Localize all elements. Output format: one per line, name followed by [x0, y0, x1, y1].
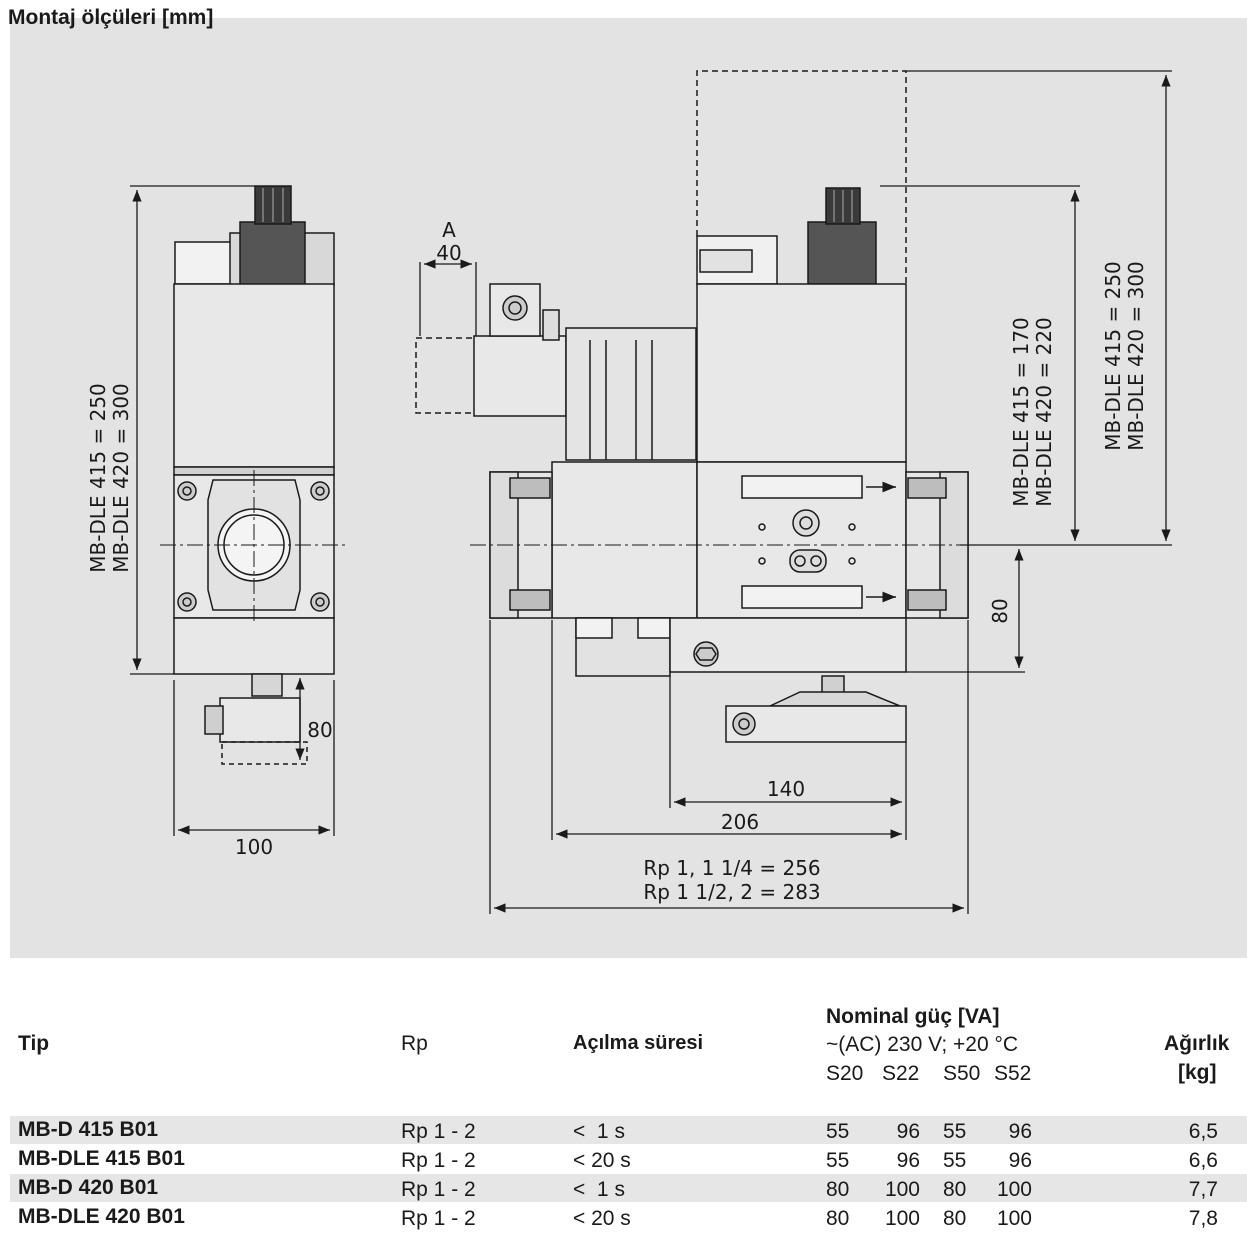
header-opening: Açılma süresi	[573, 1032, 704, 1054]
left-width-label: 100	[235, 835, 273, 859]
table-row-rp: Rp 1 - 2	[401, 1207, 476, 1230]
table-row-weight: 7,8	[1188, 1207, 1218, 1230]
table-row-opening: < 20 s	[573, 1207, 631, 1230]
table-row-weight: 6,6	[1188, 1149, 1218, 1172]
right-80-label: 80	[988, 598, 1012, 623]
table-row-s20: 55	[826, 1120, 850, 1143]
table-row-rp: Rp 1 - 2	[401, 1178, 476, 1201]
rp-line-2: Rp 1 1/2, 2 = 283	[643, 880, 820, 904]
table-row-s50: 80	[943, 1178, 967, 1201]
table-row-s20: 55	[826, 1149, 850, 1172]
table-row-s50: 55	[943, 1120, 967, 1143]
side-view	[160, 185, 345, 765]
table-row-s50: 55	[943, 1149, 967, 1172]
header-tip: Tip	[18, 1032, 50, 1055]
table-row-tip: MB-D 415 B01	[18, 1118, 159, 1141]
table-row-s20: 80	[826, 1178, 850, 1201]
table-row-s52: 100	[996, 1207, 1032, 1230]
dim-140-label: 140	[767, 777, 805, 801]
header-weight: Ağırlık	[1164, 1032, 1230, 1055]
table-row-opening: < 20 s	[573, 1149, 631, 1172]
front-view	[415, 70, 990, 743]
table-row-band	[10, 1116, 1247, 1144]
table-row-band	[10, 1174, 1247, 1202]
label-a: A	[442, 218, 456, 242]
table-row-s22: 96	[896, 1149, 920, 1172]
right-height-label: MB-DLE 415 = 250	[1101, 261, 1125, 451]
header-s52: S52	[994, 1062, 1032, 1085]
mid-height-label: MB-DLE 415 = 170	[1009, 317, 1033, 507]
dim-206-label: 206	[721, 810, 759, 834]
header-power-sub: ~(AC) 230 V; +20 °C	[826, 1033, 1019, 1056]
left-height-label: MB-DLE 415 = 250	[86, 383, 110, 573]
front-view-dimensions	[419, 70, 1172, 914]
header-s22: S22	[882, 1062, 920, 1085]
header-s50: S50	[943, 1062, 981, 1085]
table-row-weight: 7,7	[1188, 1178, 1218, 1201]
side-view-dimensions	[130, 185, 335, 836]
table-row-s20: 80	[826, 1207, 850, 1230]
table-row-opening: < 1 s	[573, 1178, 625, 1201]
table-row-s22: 96	[896, 1120, 920, 1143]
table-row-rp: Rp 1 - 2	[401, 1120, 476, 1143]
mid-height-label-2: MB-DLE 420 = 220	[1032, 317, 1056, 507]
table-row-s52: 100	[996, 1178, 1032, 1201]
table-row-s52: 96	[1008, 1120, 1032, 1143]
table-row-band	[10, 1145, 1247, 1173]
table-row-band	[10, 1203, 1247, 1231]
header-s20: S20	[826, 1062, 864, 1085]
rp-line-1: Rp 1, 1 1/4 = 256	[643, 856, 820, 880]
drawing-title: Montaj ölçüleri [mm]	[8, 6, 214, 29]
left-bottom-label: 80	[307, 718, 332, 742]
table-row-tip: MB-DLE 415 B01	[18, 1147, 185, 1170]
table-row-tip: MB-D 420 B01	[18, 1176, 159, 1199]
right-height-label-2: MB-DLE 420 = 300	[1124, 261, 1148, 451]
table-row-s50: 80	[943, 1207, 967, 1230]
left-height-label-2: MB-DLE 420 = 300	[109, 383, 133, 573]
table-row-rp: Rp 1 - 2	[401, 1149, 476, 1172]
table-row-opening: < 1 s	[573, 1120, 625, 1143]
table-row-s22: 100	[884, 1207, 920, 1230]
dim-40-label: 40	[436, 241, 461, 265]
header-rp: Rp	[401, 1032, 428, 1055]
technical-drawing: MB-DLE 415 = 250 MB-DLE 420 = 300 100 80	[86, 70, 1172, 914]
table-row-s52: 96	[1008, 1149, 1032, 1172]
header-weight-unit: [kg]	[1178, 1061, 1217, 1084]
table-row-weight: 6,5	[1188, 1120, 1218, 1143]
header-power-title: Nominal güç [VA]	[826, 1005, 1000, 1028]
table-row-tip: MB-DLE 420 B01	[18, 1205, 185, 1228]
table-row-s22: 100	[884, 1178, 920, 1201]
